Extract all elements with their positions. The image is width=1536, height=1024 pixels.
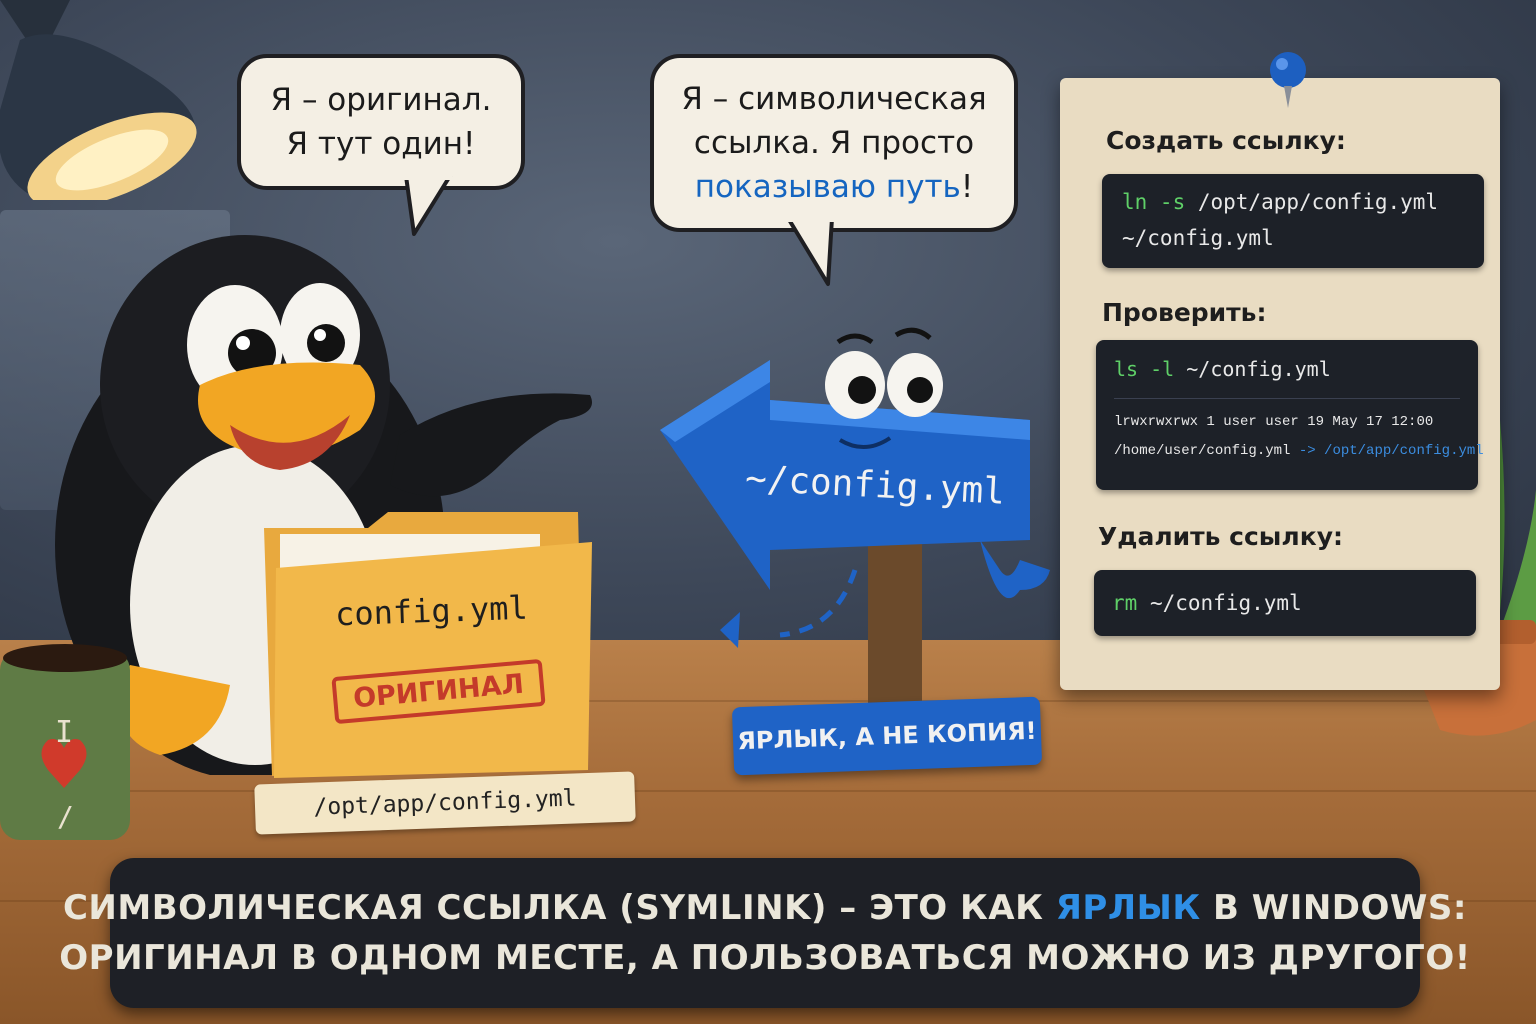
pushpin-icon — [1270, 52, 1306, 108]
mug-icon — [0, 644, 130, 840]
caption-line2: ОРИГИНАЛ В ОДНОМ МЕСТЕ, А ПОЛЬЗОВАТЬСЯ М… — [59, 938, 1471, 978]
create-heading: Создать ссылку: — [1106, 126, 1346, 155]
create-arg1: /opt/app/config.yml — [1185, 190, 1439, 214]
symlink-bubble-line1: Я – символическая — [681, 81, 987, 117]
symlink-speech-bubble: Я – символическая ссылка. Я просто показ… — [650, 54, 1018, 232]
check-cmd: ls -l — [1114, 357, 1175, 381]
check-output-arrow: -> — [1290, 443, 1325, 459]
cheatsheet-note: Создать ссылку: ln -s /opt/app/config.ym… — [1060, 78, 1500, 690]
check-command-block: ls -l ~/config.yml lrwxrwxrwx 1 user use… — [1096, 340, 1484, 490]
penguin-bubble-line1: Я – оригинал. — [270, 82, 492, 118]
symlink-bubble-end: ! — [960, 169, 974, 205]
penguin-bubble-line2: Я тут один! — [286, 126, 476, 162]
caption-highlight: ЯРЛЫК — [1055, 888, 1201, 928]
check-output-link: /home/user/config.yml — [1114, 443, 1291, 459]
penguin-bubble-tail — [404, 176, 452, 236]
folder-icon — [264, 512, 592, 778]
delete-command-block: rm ~/config.yml — [1094, 570, 1476, 636]
sign-plate: ЯРЛЫК, А НЕ КОПИЯ! — [731, 696, 1043, 776]
caption-banner: СИМВОЛИЧЕСКАЯ ССЫЛКА (SYMLINK) – ЭТО КАК… — [59, 858, 1470, 1008]
symlink-bubble-line2: ссылка. Я просто — [693, 125, 975, 161]
create-cmd: ln -s — [1122, 190, 1186, 214]
symlink-bubble-highlight: показываю путь — [694, 169, 961, 205]
symlink-bubble-tail — [786, 218, 836, 286]
check-heading: Проверить: — [1102, 298, 1267, 327]
delete-arg: ~/config.yml — [1137, 591, 1302, 615]
create-command-block: ln -s /opt/app/config.yml ~/config.yml — [1102, 174, 1484, 268]
check-output-target: /opt/app/config.yml — [1324, 443, 1484, 459]
signpost-arrow-icon — [660, 327, 1050, 710]
folder-name-label: config.yml — [334, 588, 529, 634]
create-arg2: ~/config.yml — [1122, 226, 1274, 250]
check-output-line1: lrwxrwxrwx 1 user user 19 May 17 12:00 — [1114, 414, 1434, 430]
mug-text-top: I — [55, 715, 74, 750]
caption-line1-end: В WINDOWS: — [1200, 888, 1468, 928]
desk-lamp-icon — [0, 0, 197, 200]
delete-cmd: rm — [1112, 591, 1138, 615]
check-arg: ~/config.yml — [1174, 357, 1331, 381]
caption-line1-start: СИМВОЛИЧЕСКАЯ ССЫЛКА (SYMLINK) – ЭТО КАК — [62, 888, 1056, 928]
mug-text-bottom: / — [57, 800, 74, 833]
penguin-speech-bubble: Я – оригинал. Я тут один! — [237, 54, 525, 190]
delete-heading: Удалить ссылку: — [1098, 522, 1343, 551]
